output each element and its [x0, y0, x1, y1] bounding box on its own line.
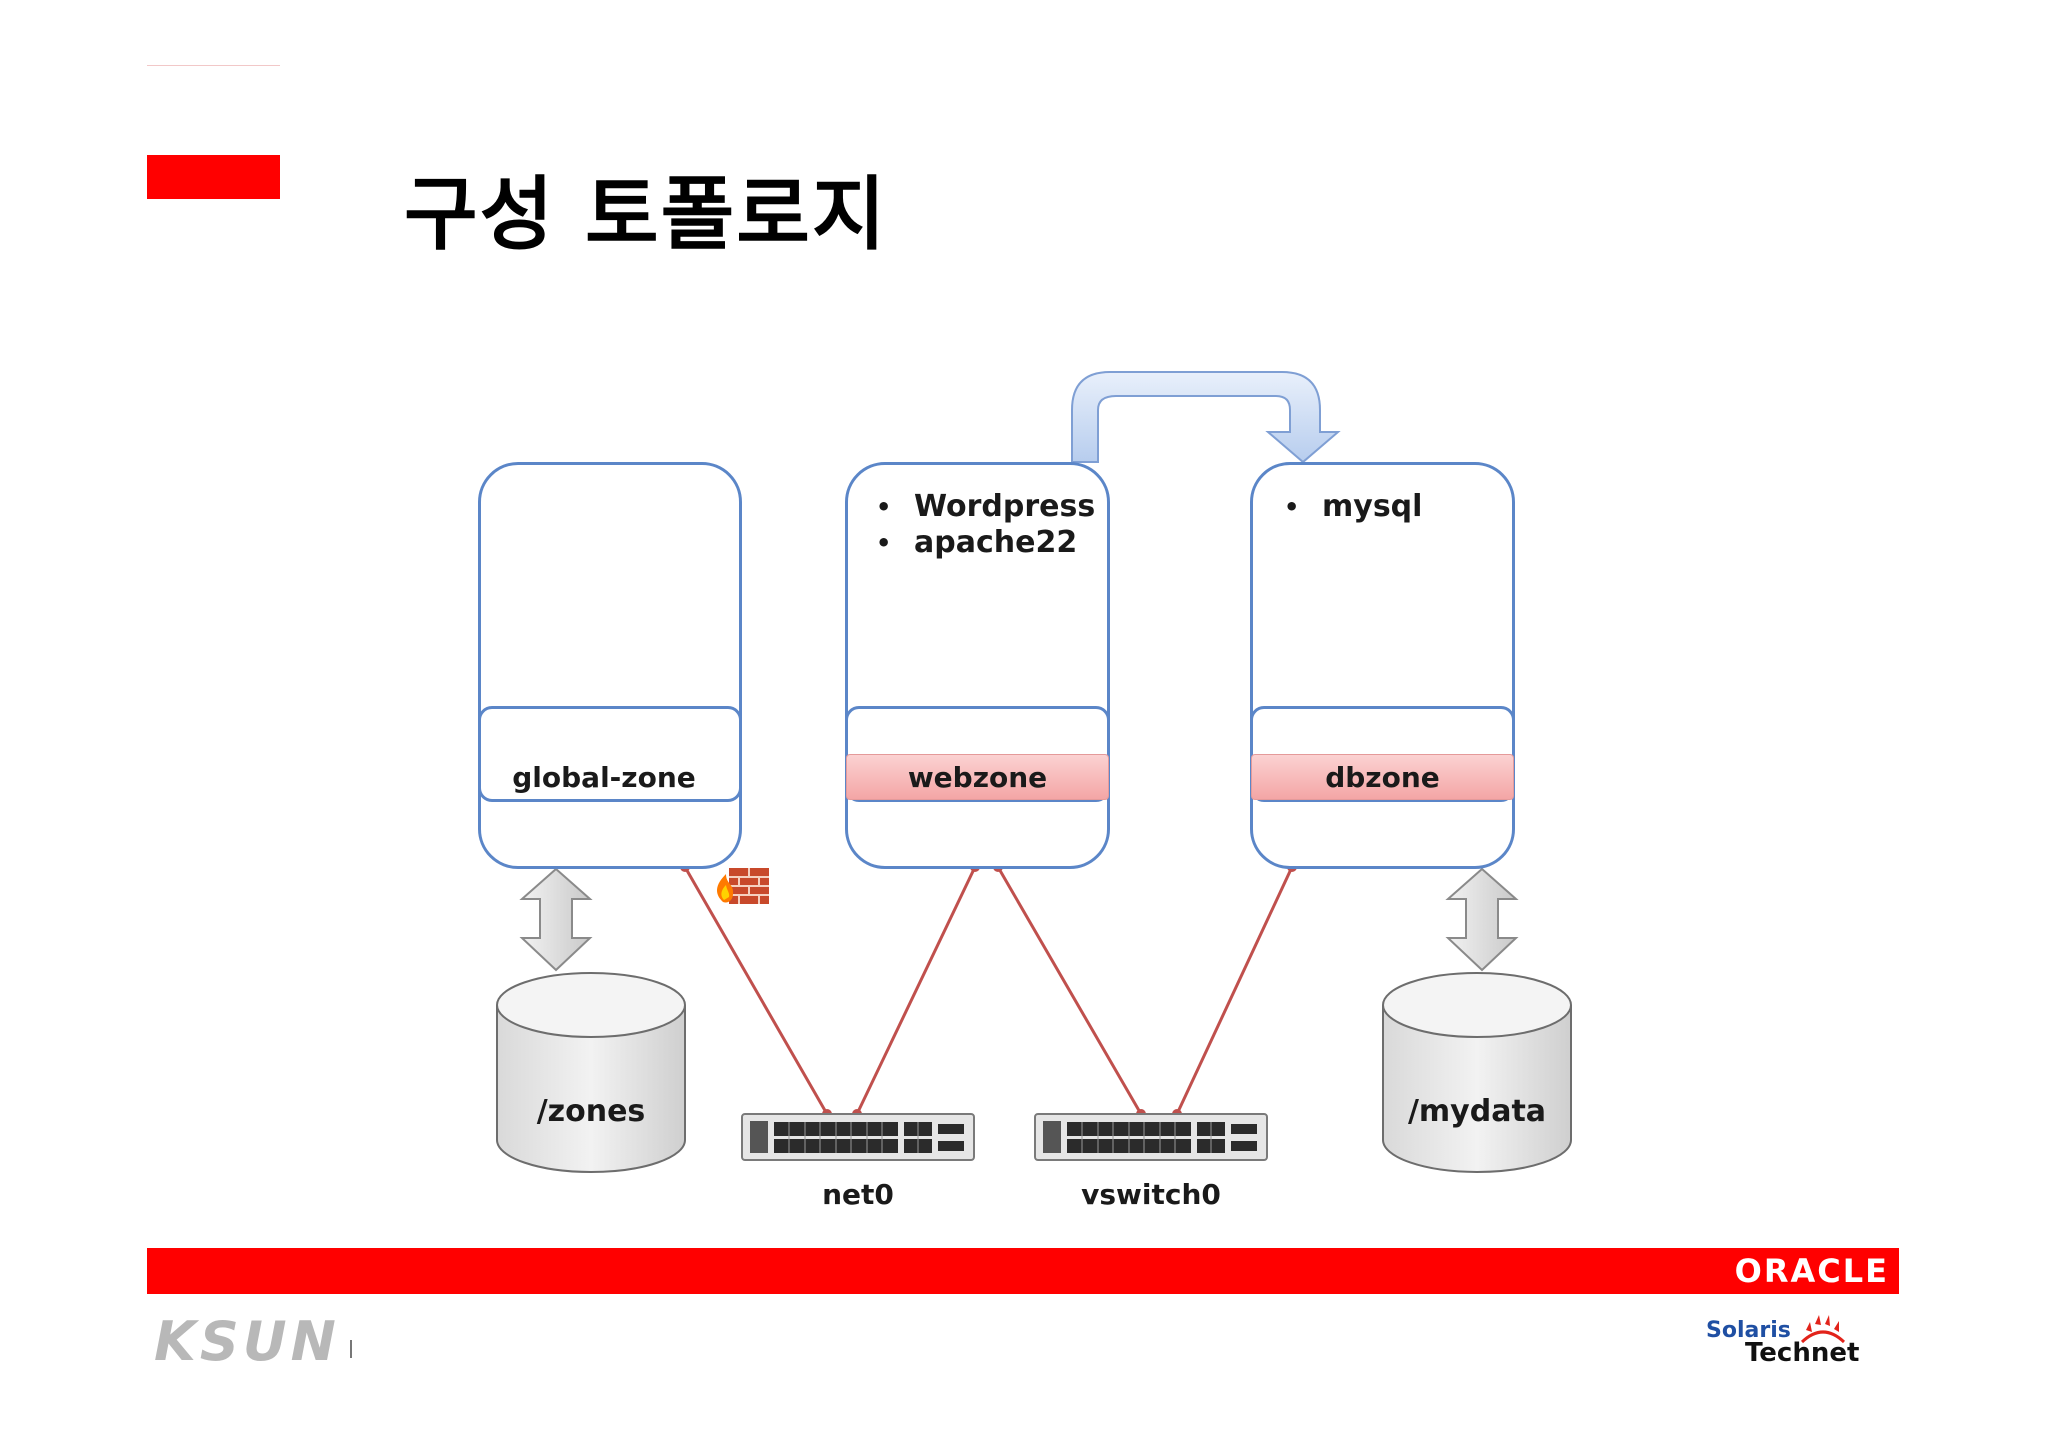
- zone-web-item: Wordpress: [876, 489, 1095, 525]
- page-title: 구성 토폴로지: [404, 168, 888, 261]
- header-accent-block: [147, 155, 280, 199]
- zone-db-items: mysql: [1284, 489, 1422, 525]
- zone-global-band: [478, 706, 742, 802]
- zone-web-item: apache22: [876, 525, 1095, 561]
- link-endpoints: [680, 862, 1297, 1119]
- network-switch-icon: [1034, 1113, 1268, 1161]
- disk-zones-label: /zones: [536, 1094, 646, 1129]
- zone-web-label: webzone: [846, 754, 1109, 800]
- sun-burst-icon: [1800, 1315, 1846, 1344]
- flow-arrow: [1071, 371, 1341, 464]
- technet-logo-text: Technet: [1745, 1338, 1860, 1368]
- solaris-logo-text: Solaris: [1706, 1318, 1791, 1343]
- oracle-logo: ORACLE: [1734, 1252, 1889, 1290]
- zone-db-label: dbzone: [1251, 754, 1514, 800]
- firewall-icon: [716, 868, 769, 904]
- disk-mydata-label: /mydata: [1407, 1094, 1547, 1129]
- footer-bar: ORACLE: [147, 1248, 1899, 1294]
- header-rule: [147, 65, 280, 66]
- zone-global: [478, 462, 742, 869]
- link-web-vswitch0: [996, 866, 1143, 1115]
- switch-net0-label: net0: [822, 1178, 894, 1211]
- switch-vswitch0-label: vswitch0: [1081, 1178, 1221, 1211]
- network-switch-icon: [741, 1113, 975, 1161]
- ksun-logo: KSUN: [154, 1310, 340, 1373]
- disk-cylinder-icon: [496, 972, 686, 1173]
- footer-divider: [350, 1340, 352, 1358]
- double-arrow-icon: [1445, 867, 1519, 972]
- link-web-net0: [855, 866, 977, 1115]
- zone-web-items: Wordpress apache22: [876, 489, 1095, 561]
- disk-cylinder-icon: [1382, 972, 1572, 1173]
- zone-global-label: global-zone: [512, 761, 696, 794]
- link-db-vswitch0: [1175, 866, 1294, 1115]
- double-arrow-icon: [519, 867, 593, 972]
- zone-db-item: mysql: [1284, 489, 1422, 525]
- link-global-net0: [683, 866, 829, 1115]
- link-lines: [683, 866, 1294, 1115]
